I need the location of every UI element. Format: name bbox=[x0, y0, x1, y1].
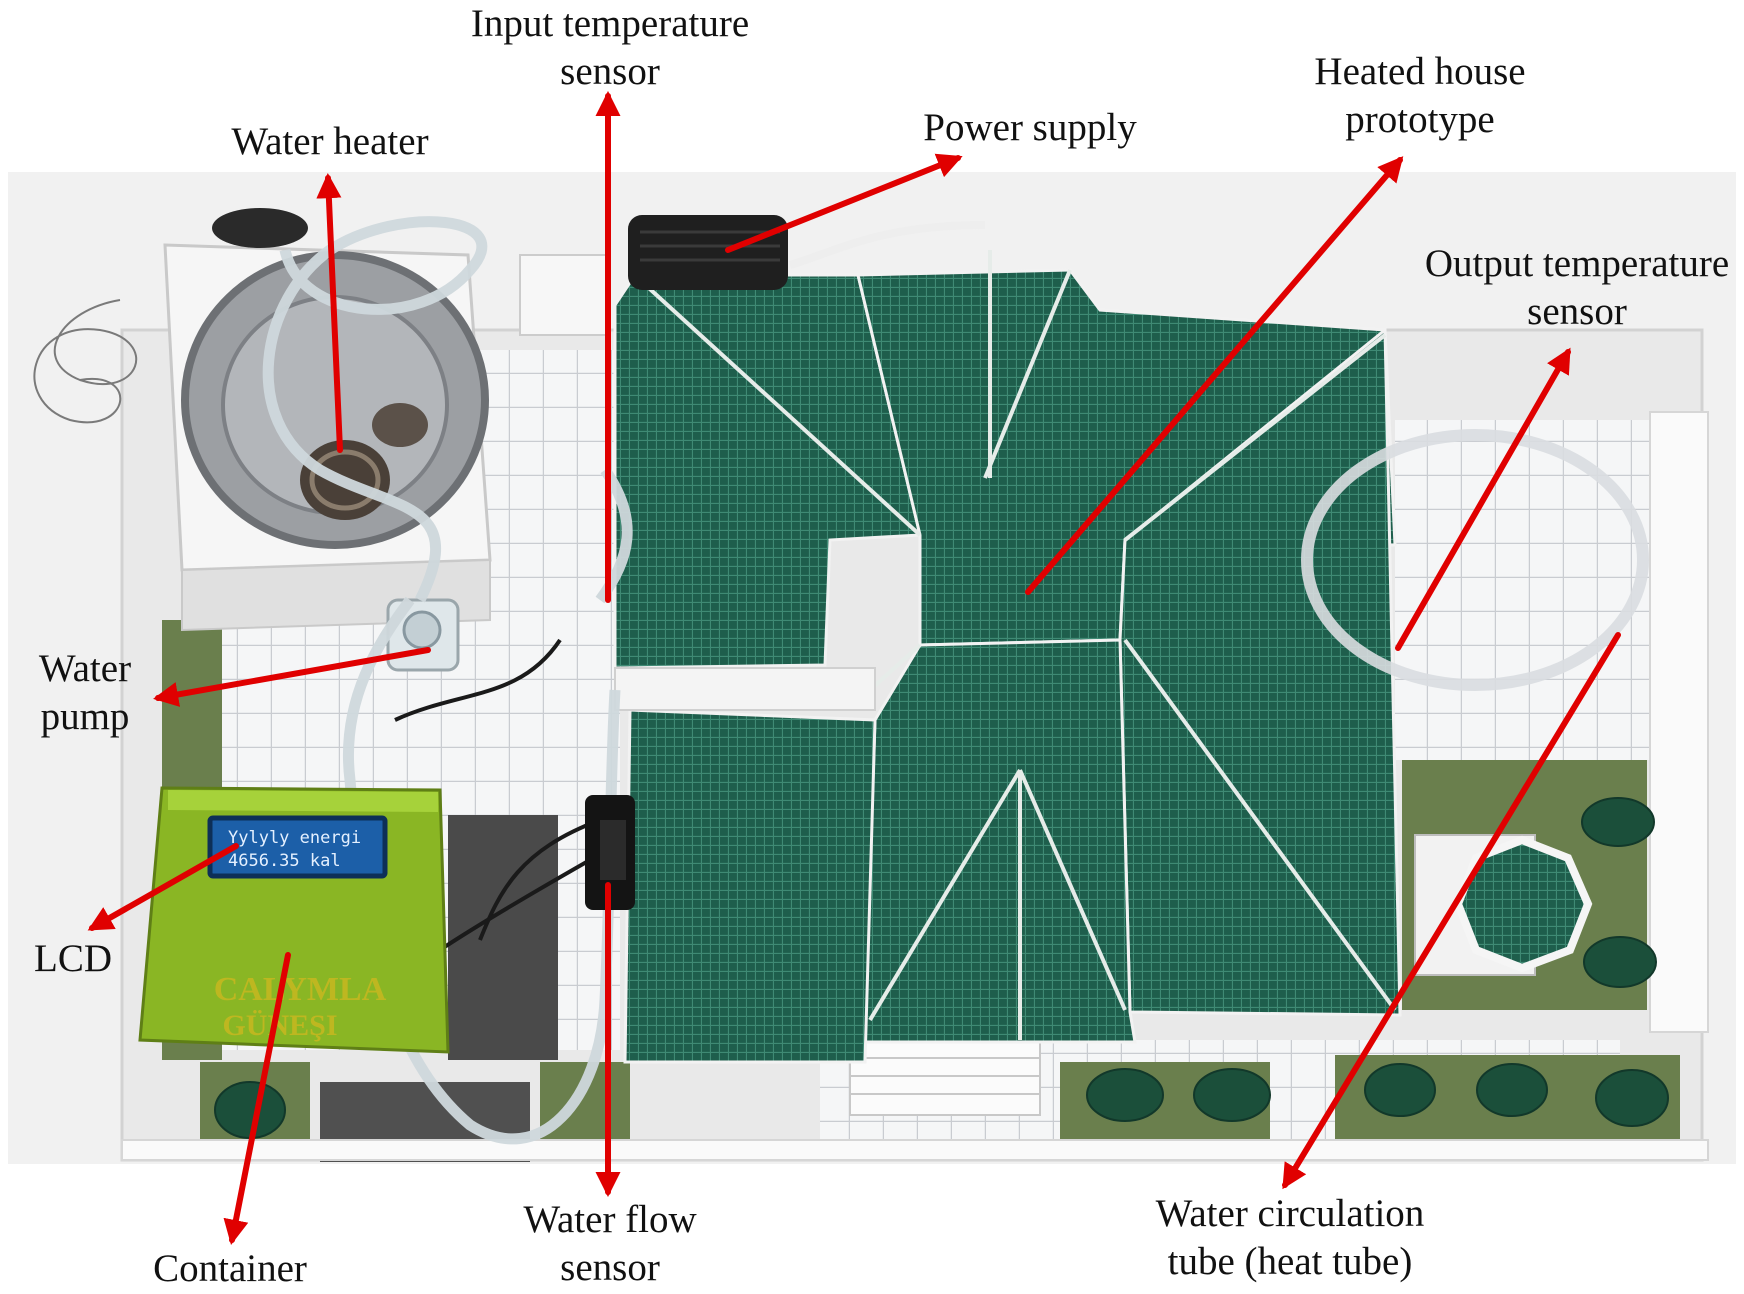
entrance-steps bbox=[849, 1039, 1041, 1116]
power-supply-unit bbox=[628, 215, 788, 290]
label-heated-house-prototype: Heated house prototype bbox=[1314, 50, 1526, 141]
house-roof bbox=[613, 250, 1402, 1064]
outer-wall-right bbox=[1649, 411, 1709, 1033]
arrow-power-supply bbox=[725, 153, 963, 253]
roof-south-west bbox=[623, 708, 877, 1064]
roof-ridges bbox=[638, 250, 1397, 1040]
lcd-line-2: 4656.35 kal bbox=[228, 851, 341, 871]
lcd-screen bbox=[207, 815, 388, 879]
arrow-heated-house-prototype bbox=[1025, 156, 1404, 595]
bush bbox=[1581, 797, 1655, 847]
label-water-flow-sensor: Water flow sensor bbox=[523, 1198, 697, 1289]
bush bbox=[1086, 1068, 1164, 1122]
black-wires bbox=[394, 638, 601, 952]
label-water-heater: Water heater bbox=[231, 120, 429, 163]
arrow-water-pump bbox=[153, 647, 431, 707]
roof-south bbox=[863, 638, 1137, 1044]
label-power-supply: Power supply bbox=[923, 106, 1137, 149]
outer-wall-bottom bbox=[121, 1139, 1709, 1161]
wire-coil bbox=[33, 299, 138, 424]
socket-block bbox=[519, 254, 611, 336]
bush bbox=[1595, 1069, 1669, 1127]
container-print-line-2: GÜNEŞI bbox=[222, 1009, 337, 1042]
bushes bbox=[214, 797, 1669, 1139]
container-print-line-1: CALYMLA bbox=[214, 971, 387, 1008]
grid-floor-right bbox=[1395, 420, 1655, 760]
label-container: Container bbox=[153, 1247, 307, 1290]
annotation-arrows bbox=[87, 90, 1621, 1245]
house-wall-strip bbox=[614, 667, 876, 711]
arrow-water-circulation-tube bbox=[1282, 632, 1621, 1190]
gazebo bbox=[1414, 834, 1593, 976]
label-water-circulation-tube: Water circulation tube (heat tube) bbox=[1155, 1192, 1425, 1283]
dark-path-left bbox=[448, 815, 558, 1060]
arrow-water-heater bbox=[316, 172, 343, 453]
water-flow-sensor-unit bbox=[585, 795, 635, 910]
bush bbox=[1476, 1063, 1548, 1117]
label-output-temperature-sensor: Output temperature sensor bbox=[1424, 242, 1730, 333]
arrow-output-temperature-sensor bbox=[1395, 347, 1571, 651]
bush bbox=[214, 1081, 286, 1139]
heater-knob bbox=[212, 208, 308, 248]
bush bbox=[1364, 1063, 1436, 1117]
bush bbox=[1193, 1068, 1271, 1122]
lcd-line-1: Yylyly energi bbox=[228, 828, 361, 848]
bush bbox=[1583, 936, 1657, 988]
arrow-lcd bbox=[87, 843, 239, 931]
label-lcd: LCD bbox=[34, 937, 112, 980]
container-box: Yylyly energi 4656.35 kal CALYMLA GÜNEŞI bbox=[138, 786, 450, 1054]
arrow-container bbox=[223, 952, 291, 1245]
power-cable bbox=[788, 221, 986, 269]
label-water-pump: Water pump bbox=[38, 647, 132, 738]
heat-tube-loop bbox=[1301, 429, 1649, 691]
label-input-temperature-sensor: Input temperature sensor bbox=[470, 2, 750, 93]
water-heater-box bbox=[163, 208, 492, 632]
